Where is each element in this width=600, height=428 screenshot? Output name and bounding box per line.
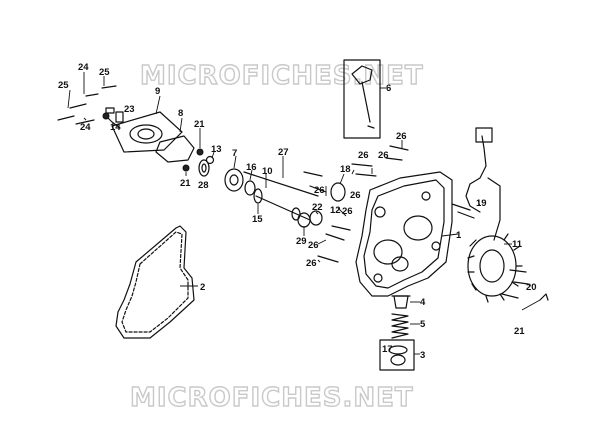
- callout-26-b: 26: [342, 206, 353, 217]
- callout-1: 1: [456, 230, 462, 241]
- callout-11: 11: [512, 239, 523, 250]
- long-bolt-27: [243, 171, 319, 197]
- callout-8: 8: [178, 108, 183, 119]
- seal-18: [330, 182, 346, 202]
- leader-lines: [67, 72, 541, 355]
- callout-26-c: 26: [350, 190, 361, 201]
- stator-bolts-19: [451, 203, 475, 219]
- callout-28: 28: [198, 180, 209, 191]
- washer-16: [244, 180, 256, 196]
- callout-25-left: 25: [58, 80, 69, 91]
- seal-28: [198, 159, 210, 177]
- callout-20: 20: [526, 282, 537, 293]
- stator-11: [467, 233, 523, 303]
- callout-4: 4: [420, 297, 426, 308]
- water-pump-assembly: [102, 111, 183, 153]
- spring-5: [391, 313, 409, 339]
- oil-dipstick-6: [343, 59, 381, 139]
- callout-24-bottom: 24: [80, 122, 91, 133]
- callout-16: 16: [246, 162, 257, 173]
- callout-22: 22: [312, 202, 323, 213]
- small-bolt-21-left: [182, 148, 204, 172]
- clip-21-right: [539, 293, 549, 301]
- cover-bolts-26: [303, 145, 409, 263]
- callout-19: 19: [476, 198, 487, 209]
- callout-3: 3: [420, 350, 425, 361]
- callout-9: 9: [155, 86, 160, 97]
- callout-5: 5: [420, 319, 426, 330]
- callout-25-top: 25: [99, 67, 110, 78]
- callout-26-d: 26: [358, 150, 369, 161]
- callout-27: 27: [278, 147, 289, 158]
- stator-bolts-20: [501, 269, 529, 299]
- callout-18: 18: [340, 164, 351, 175]
- washer-29: [297, 212, 311, 228]
- callout-12: 12: [330, 205, 341, 216]
- callout-6: 6: [386, 83, 391, 94]
- callout-13: 13: [211, 144, 222, 155]
- water-pump-shaft: [253, 188, 311, 221]
- watermark-bottom: MICROFICHES.NET: [130, 383, 414, 413]
- callout-10: 10: [262, 166, 273, 177]
- callout-21-mid: 21: [194, 119, 205, 130]
- filter-cap-3: [379, 339, 415, 371]
- stator-wire-harness: [465, 127, 501, 241]
- callout-26-a: 26: [314, 185, 325, 196]
- crankcase-cover-gasket: [115, 225, 195, 339]
- callout-labels: 24 25 25 24 9 23 14 8 21 21 13 28 7 16 1…: [58, 62, 537, 361]
- callout-17: 17: [382, 344, 393, 355]
- callout-14: 14: [110, 122, 121, 133]
- callout-24-top: 24: [78, 62, 89, 73]
- bolts-group-24-25: [57, 85, 117, 125]
- callout-26-e: 26: [378, 150, 389, 161]
- watermark-top: MICROFICHES.NET: [140, 61, 424, 91]
- callout-15: 15: [252, 214, 263, 225]
- callout-26-f: 26: [396, 131, 407, 142]
- clip-22: [309, 210, 323, 226]
- drain-plug-4: [391, 295, 411, 309]
- callout-21-low: 21: [180, 178, 191, 189]
- water-pump-impeller-gasket: [155, 135, 195, 163]
- callout-21-right: 21: [514, 326, 525, 337]
- pump-fitting-14-23: [105, 107, 124, 123]
- callout-23: 23: [124, 104, 135, 115]
- seal-13: [205, 155, 215, 165]
- callout-29: 29: [296, 236, 307, 247]
- callout-7: 7: [232, 148, 237, 159]
- bearing-7: [224, 168, 244, 192]
- callout-26-h: 26: [306, 258, 317, 269]
- callout-26-g: 26: [308, 240, 319, 251]
- right-crankcase-cover: [355, 171, 453, 297]
- callout-2: 2: [200, 282, 205, 293]
